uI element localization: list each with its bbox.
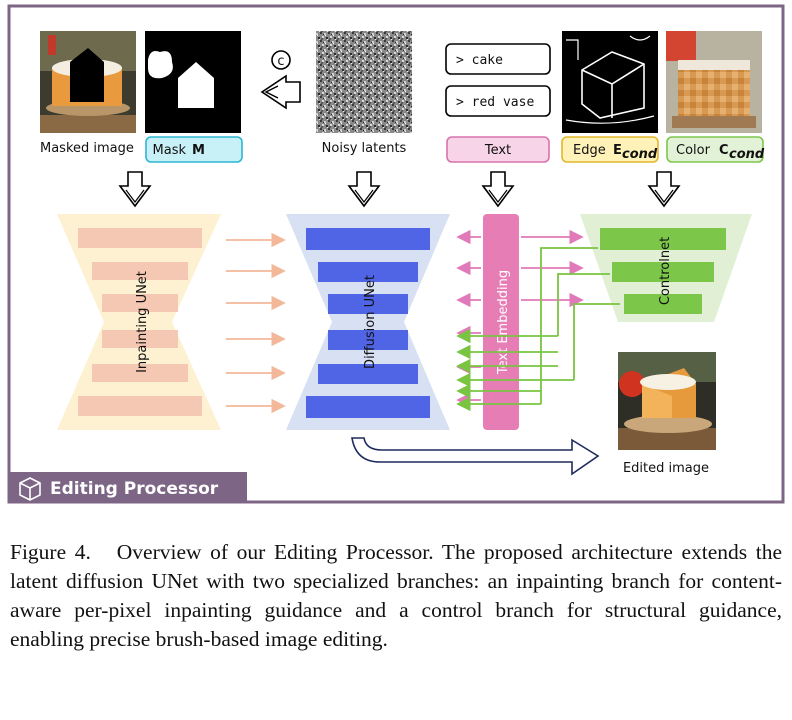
svg-text:> red vase: > red vase [456, 95, 534, 110]
inpainting-layer-1 [78, 228, 202, 248]
mask-thumbnail [145, 31, 241, 133]
svg-text:M: M [192, 143, 205, 158]
down-arrow-control [647, 171, 681, 208]
down-arrow-inpaint [118, 171, 152, 208]
concat-arrow-inner [264, 85, 279, 99]
diffusion-unet-layers [306, 228, 430, 418]
caption-label: Figure 4. [10, 540, 91, 564]
diffusion-layer-5 [318, 364, 418, 384]
svg-text:cond: cond [729, 147, 765, 162]
edited-image-thumbnail [618, 352, 716, 450]
inpainting-layer-3 [102, 294, 178, 312]
inpainting-layer-2 [92, 262, 188, 280]
svg-text:Edge: Edge [573, 143, 606, 158]
diffusion-layer-6 [306, 396, 430, 418]
edge-label-chip: Edge E cond [561, 136, 659, 163]
text-label-chip: Text [446, 136, 550, 163]
mask-label-chip: Mask M [145, 136, 243, 163]
down-arrow-text [481, 171, 515, 208]
controlnet-layer-1 [600, 228, 726, 250]
text-embedding-block [483, 214, 519, 430]
editing-processor-badge: Editing Processor [9, 472, 247, 502]
svg-text:Mask: Mask [153, 143, 187, 158]
down-arrow-diffusion [347, 171, 381, 208]
inpainting-layer-5 [92, 364, 188, 382]
svg-text:Color: Color [676, 143, 711, 158]
diffusion-unet-label: Diffusion UNet [363, 275, 378, 369]
caption-text: Overview of our Editing Processor. The p… [10, 540, 783, 651]
color-label-chip: Color C cond [666, 136, 765, 163]
inpainting-layer-6 [78, 396, 202, 416]
svg-text:cond: cond [622, 147, 658, 162]
edited-image-label: Edited image [623, 461, 709, 476]
text-prompt-chip-red-vase: > red vase [445, 85, 551, 117]
controlnet-layer-2 [612, 262, 714, 282]
concat-symbol: c [271, 50, 291, 70]
diffusion-layer-4 [328, 330, 408, 350]
inpainting-unet-label: Inpainting UNet [135, 271, 150, 373]
controlnet-output-arrows [456, 247, 620, 412]
text-embedding-label: Text Embedding [496, 270, 511, 375]
masked-image-label: Masked image [40, 141, 134, 156]
concat-arrow [260, 74, 301, 110]
output-arrow [351, 437, 600, 476]
controlnet-label: Controlnet [658, 237, 673, 305]
diffusion-layer-2 [318, 262, 418, 282]
svg-text:Text: Text [484, 143, 511, 158]
masked-image-thumbnail [40, 31, 136, 133]
input-down-arrows [118, 171, 681, 208]
noisy-latents-thumbnail [316, 31, 412, 133]
controlnet-layers [600, 228, 726, 314]
inpainting-unet-layers [78, 228, 202, 416]
cube-icon [19, 477, 41, 501]
inpaint-to-diffusion-arrows [226, 232, 286, 414]
color-map-thumbnail [666, 31, 762, 133]
diffusion-layer-1 [306, 228, 430, 250]
inpainting-layer-4 [102, 330, 178, 348]
svg-text:Editing Processor: Editing Processor [50, 479, 219, 499]
text-prompt-chip-cake: > cake [445, 43, 551, 75]
edge-map-thumbnail [562, 31, 658, 133]
svg-text:c: c [277, 54, 284, 69]
noisy-latents-label: Noisy latents [322, 141, 407, 156]
diffusion-layer-3 [328, 294, 408, 314]
svg-text:> cake: > cake [456, 53, 503, 68]
figure-caption: Figure 4. Overview of our Editing Proces… [10, 538, 782, 654]
svg-text:C: C [719, 143, 729, 158]
controlnet-layer-3 [624, 294, 702, 314]
svg-text:E: E [613, 143, 622, 158]
editing-processor-diagram: c > cake > red vase Masked image Mask M … [7, 4, 785, 504]
